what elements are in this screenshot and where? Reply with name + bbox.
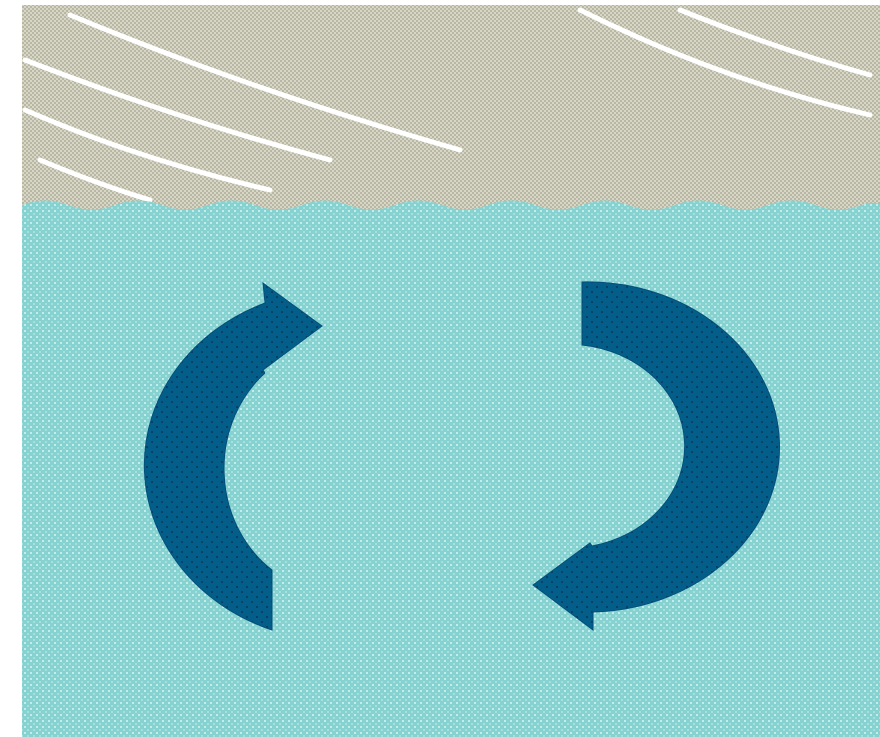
water-circulation-diagram (0, 0, 880, 737)
